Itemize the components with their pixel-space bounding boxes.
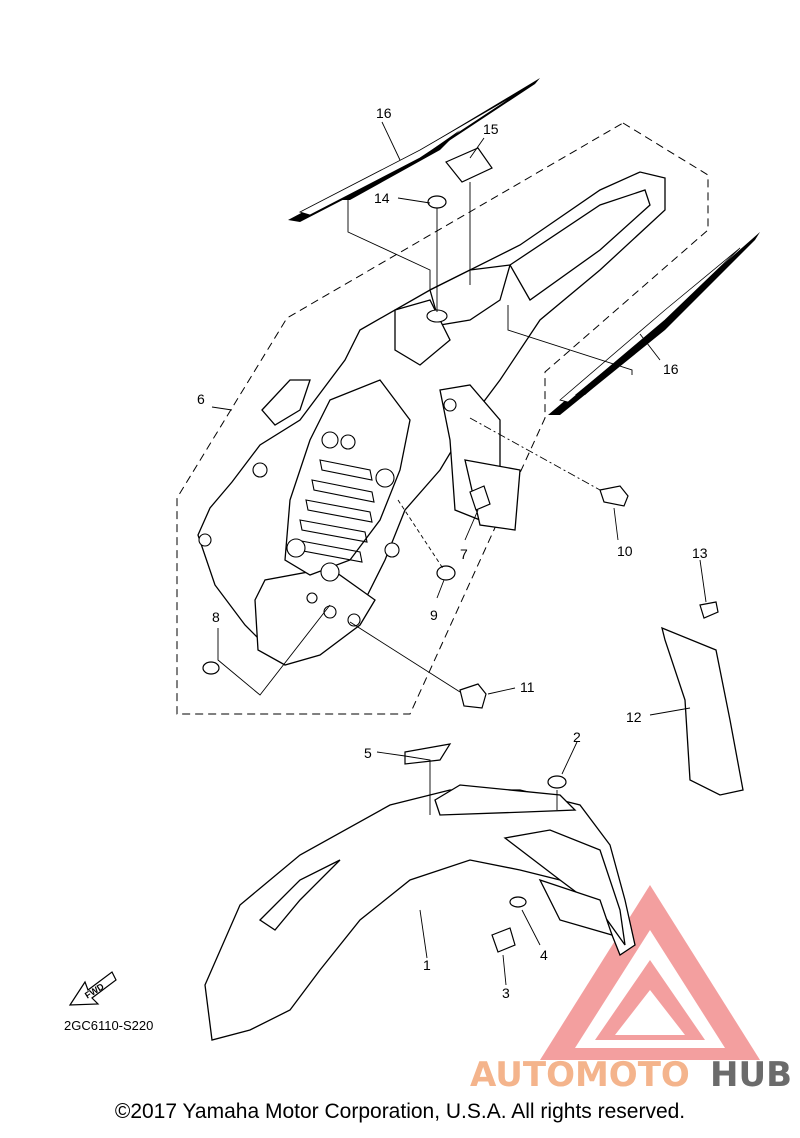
part-label-9: 9 <box>430 607 438 623</box>
part-label-14: 14 <box>374 190 390 206</box>
small-parts <box>202 147 719 953</box>
part-label-10: 10 <box>617 543 633 559</box>
watermark-logo <box>540 885 760 1060</box>
rear-fender <box>197 171 666 666</box>
part-label-11: 11 <box>520 679 535 695</box>
fwd-arrow-icon: FWD <box>68 971 117 1006</box>
assembly-boundary <box>176 122 709 715</box>
part-label-1: 1 <box>423 957 431 973</box>
part-label-2: 2 <box>573 729 581 745</box>
leader-lines <box>211 121 707 986</box>
part-label-7: 7 <box>460 546 468 562</box>
part-label-5: 5 <box>364 745 372 761</box>
part-label-4: 4 <box>540 947 548 963</box>
part-label-12: 12 <box>626 709 642 725</box>
decal-right <box>548 232 760 415</box>
part-label-8: 8 <box>212 609 220 625</box>
watermark-word-2: HUB <box>710 1055 792 1095</box>
part-label-15: 15 <box>483 121 499 137</box>
diagram-code: 2GC6110-S220 <box>64 1018 153 1033</box>
part-label-6: 6 <box>197 391 205 407</box>
fender-holes <box>198 309 457 627</box>
watermark-word-1: AUTOMOTO <box>470 1055 690 1095</box>
front-fender <box>204 784 636 1041</box>
part-label-16b: 16 <box>663 361 679 377</box>
part-label-13: 13 <box>692 545 708 561</box>
decal-left <box>288 78 540 222</box>
part-label-3: 3 <box>502 985 510 1001</box>
mud-flap <box>661 626 744 796</box>
watermark-text: AUTOMOTO HUB <box>470 1055 792 1095</box>
copyright-notice: ©2017 Yamaha Motor Corporation, U.S.A. A… <box>114 1100 686 1123</box>
part-label-16a: 16 <box>376 105 392 121</box>
